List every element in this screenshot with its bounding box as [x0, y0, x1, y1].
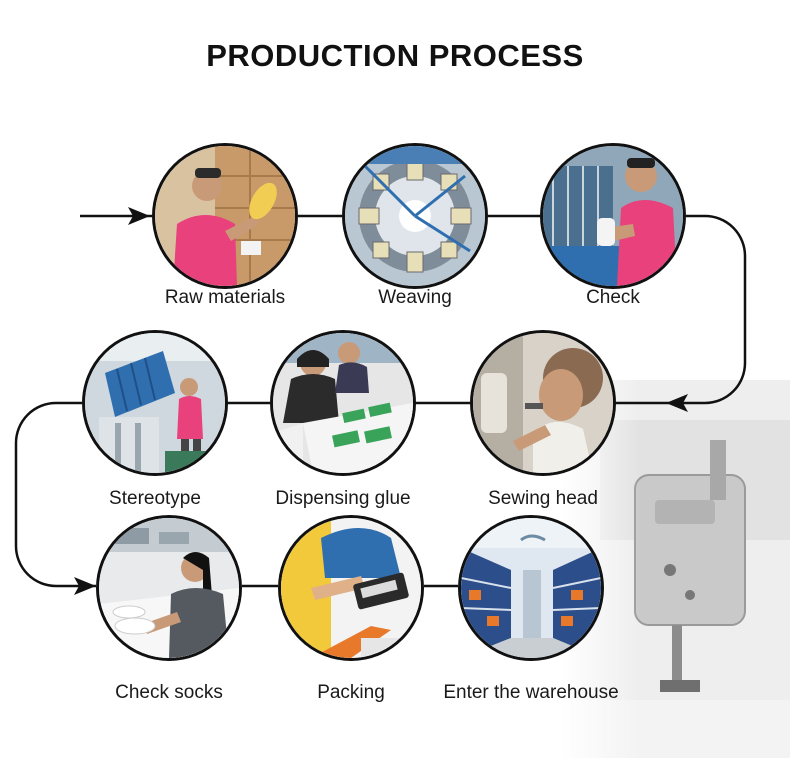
step-label-check-socks: Check socks	[115, 682, 223, 703]
warehouse-shelves-icon	[461, 518, 601, 658]
step-label-raw-materials: Raw materials	[164, 287, 286, 308]
sock-shaping-machine-icon	[85, 333, 225, 473]
step-label-weaving: Weaving	[378, 287, 452, 308]
knitting-machine-icon	[345, 146, 485, 286]
step-sewing-head	[470, 330, 616, 476]
packing-socks-icon	[281, 518, 421, 658]
step-packing	[278, 515, 424, 661]
worker-checking-socks-icon	[99, 518, 239, 658]
arrowheads	[74, 207, 688, 595]
step-stereotype	[82, 330, 228, 476]
row2-arrow-icon	[666, 394, 688, 412]
workers-at-table-icon	[273, 333, 413, 473]
step-enter-the-warehouse	[458, 515, 604, 661]
step-raw-materials	[152, 143, 298, 289]
step-label-stereotype: Stereotype	[109, 488, 201, 509]
page-title: PRODUCTION PROCESS	[206, 38, 584, 73]
row3-arrow-icon	[74, 577, 96, 595]
step-weaving	[342, 143, 488, 289]
entry-arrow-icon	[128, 207, 150, 225]
step-label-check: Check	[586, 287, 640, 308]
step-label-dispensing-glue: Dispensing glue	[275, 488, 411, 509]
step-dispensing-glue	[270, 330, 416, 476]
step-label-packing: Packing	[317, 682, 385, 703]
sewing-close-up-icon	[473, 333, 613, 473]
worker-inspecting-icon	[543, 146, 683, 286]
step-label-enter-the-warehouse: Enter the warehouse	[443, 682, 619, 703]
step-check-socks	[96, 515, 242, 661]
worker-holding-yarn-icon	[155, 146, 295, 286]
step-check	[540, 143, 686, 289]
step-label-sewing-head: Sewing head	[488, 488, 598, 509]
